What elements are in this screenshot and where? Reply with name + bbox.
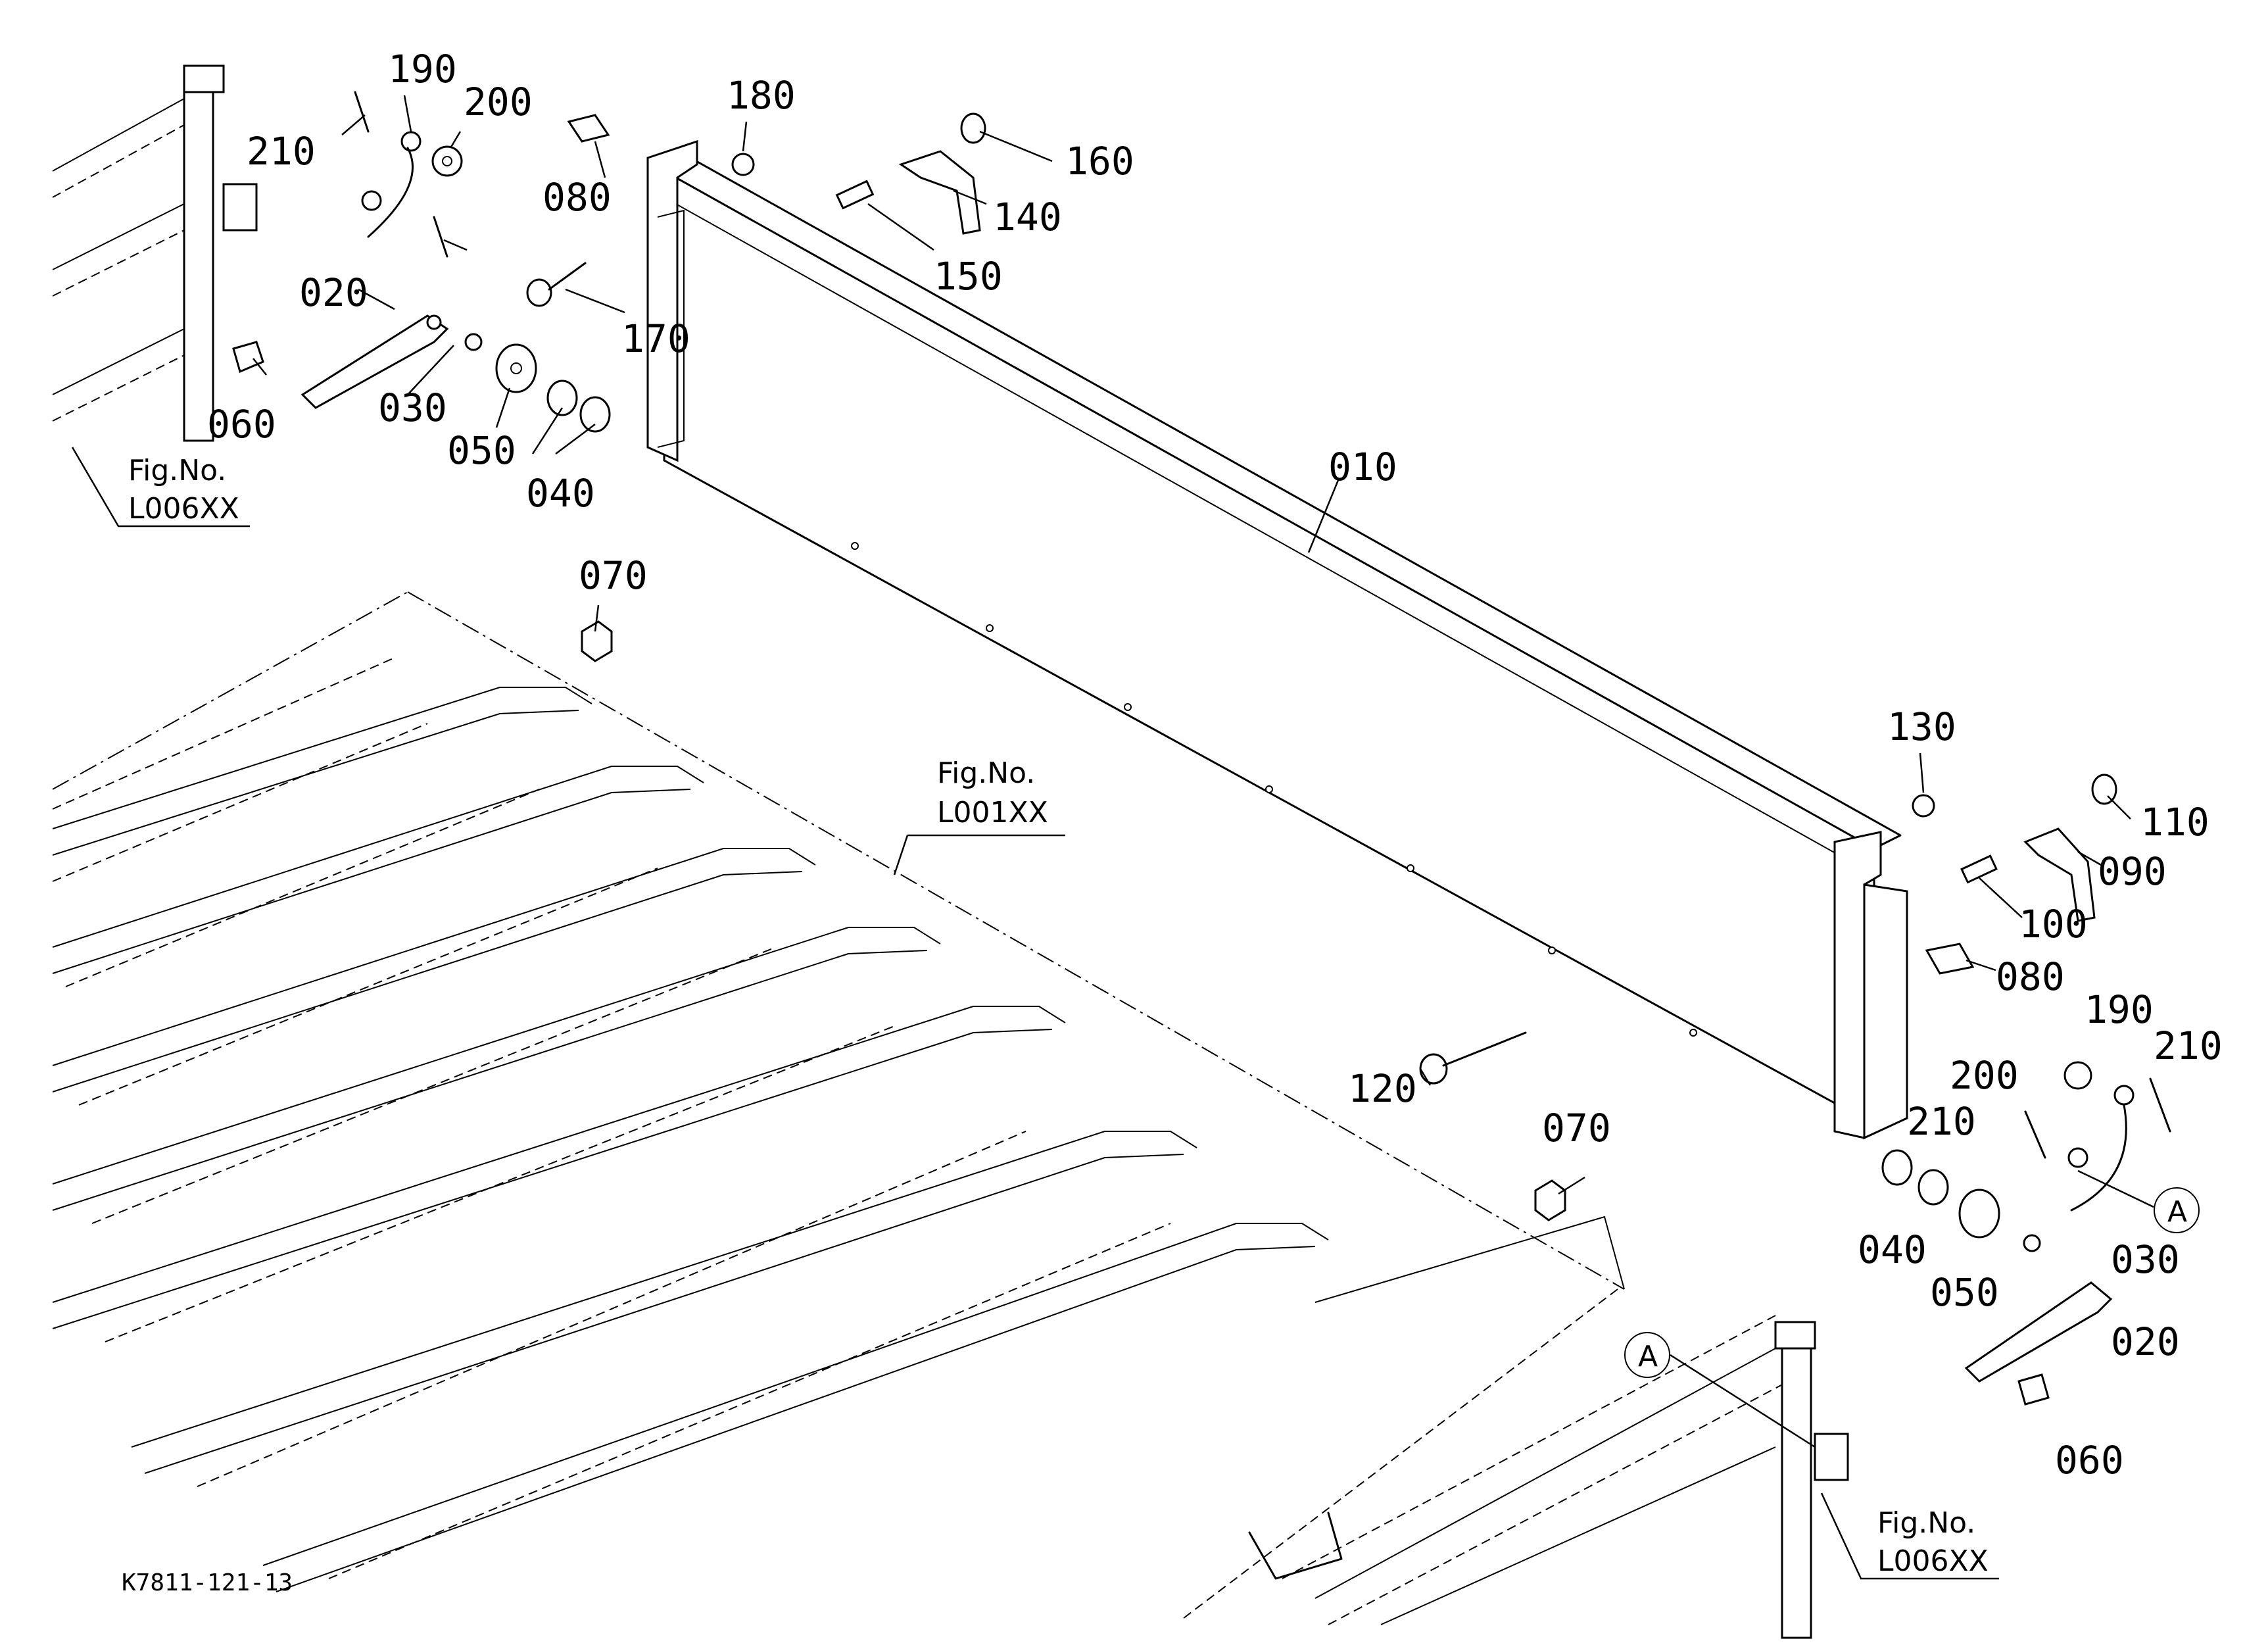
fig-references: Fig.No. L006XX Fig.No. L001XX Fig.No. L0… bbox=[71, 447, 1999, 1580]
label-090: 090 bbox=[2098, 849, 2167, 894]
label-010: 010 bbox=[1328, 445, 1397, 489]
fig-ref-left-line2: L006XX bbox=[128, 492, 239, 526]
label-190: 190 bbox=[388, 47, 457, 91]
label-030: 030 bbox=[378, 385, 447, 430]
fig-ref-center-line1: Fig.No. bbox=[937, 756, 1035, 790]
tailgate-panel bbox=[646, 139, 1908, 1140]
label-030-right: 030 bbox=[2111, 1237, 2180, 1282]
right-gate-frame bbox=[1282, 1315, 1849, 1639]
part-labels: 010 020 030 040 050 060 070 080 090 100 … bbox=[207, 47, 2223, 1483]
label-040-right: 040 bbox=[1858, 1227, 1927, 1272]
label-020-right: 020 bbox=[2111, 1319, 2180, 1364]
label-080: 080 bbox=[543, 175, 612, 220]
label-140: 140 bbox=[993, 195, 1062, 239]
marker-a-right: A bbox=[2167, 1195, 2187, 1229]
label-040: 040 bbox=[526, 471, 595, 516]
label-200: 200 bbox=[464, 80, 533, 124]
label-210-right-2: 210 bbox=[1907, 1099, 1976, 1144]
label-190-right: 190 bbox=[2085, 987, 2154, 1032]
fig-ref-right-line2: L006XX bbox=[1877, 1544, 1989, 1578]
label-060-right: 060 bbox=[2055, 1438, 2124, 1483]
left-gate-frame bbox=[52, 64, 258, 442]
label-210: 210 bbox=[247, 129, 316, 174]
label-200-right: 200 bbox=[1950, 1053, 2019, 1098]
label-100: 100 bbox=[2019, 902, 2088, 946]
marker-a-bottom: A bbox=[1638, 1340, 1658, 1373]
diagram-code: K7811-121-13 bbox=[122, 1569, 293, 1596]
label-170: 170 bbox=[621, 316, 690, 361]
label-060: 060 bbox=[207, 402, 276, 447]
label-180: 180 bbox=[727, 73, 796, 118]
hardware-parts bbox=[232, 91, 2171, 1406]
label-150: 150 bbox=[934, 254, 1003, 299]
connection-markers: A A bbox=[1624, 1169, 2200, 1448]
label-070-right: 070 bbox=[1542, 1106, 1611, 1150]
label-070: 070 bbox=[579, 553, 648, 598]
label-130: 130 bbox=[1887, 704, 1956, 749]
label-050: 050 bbox=[447, 428, 516, 473]
label-160: 160 bbox=[1065, 139, 1134, 184]
label-120: 120 bbox=[1348, 1066, 1417, 1111]
bed-floor bbox=[52, 591, 1625, 1619]
fig-ref-left-line1: Fig.No. bbox=[128, 454, 226, 487]
label-210-right: 210 bbox=[2154, 1023, 2223, 1068]
fig-ref-right-line1: Fig.No. bbox=[1877, 1506, 1975, 1540]
label-050-right: 050 bbox=[1930, 1270, 1999, 1315]
leader-lines bbox=[253, 95, 2131, 1195]
fig-ref-center-line2: L001XX bbox=[937, 796, 1048, 829]
label-020: 020 bbox=[299, 270, 368, 315]
label-080-right: 080 bbox=[1996, 954, 2065, 999]
label-110: 110 bbox=[2140, 800, 2209, 845]
